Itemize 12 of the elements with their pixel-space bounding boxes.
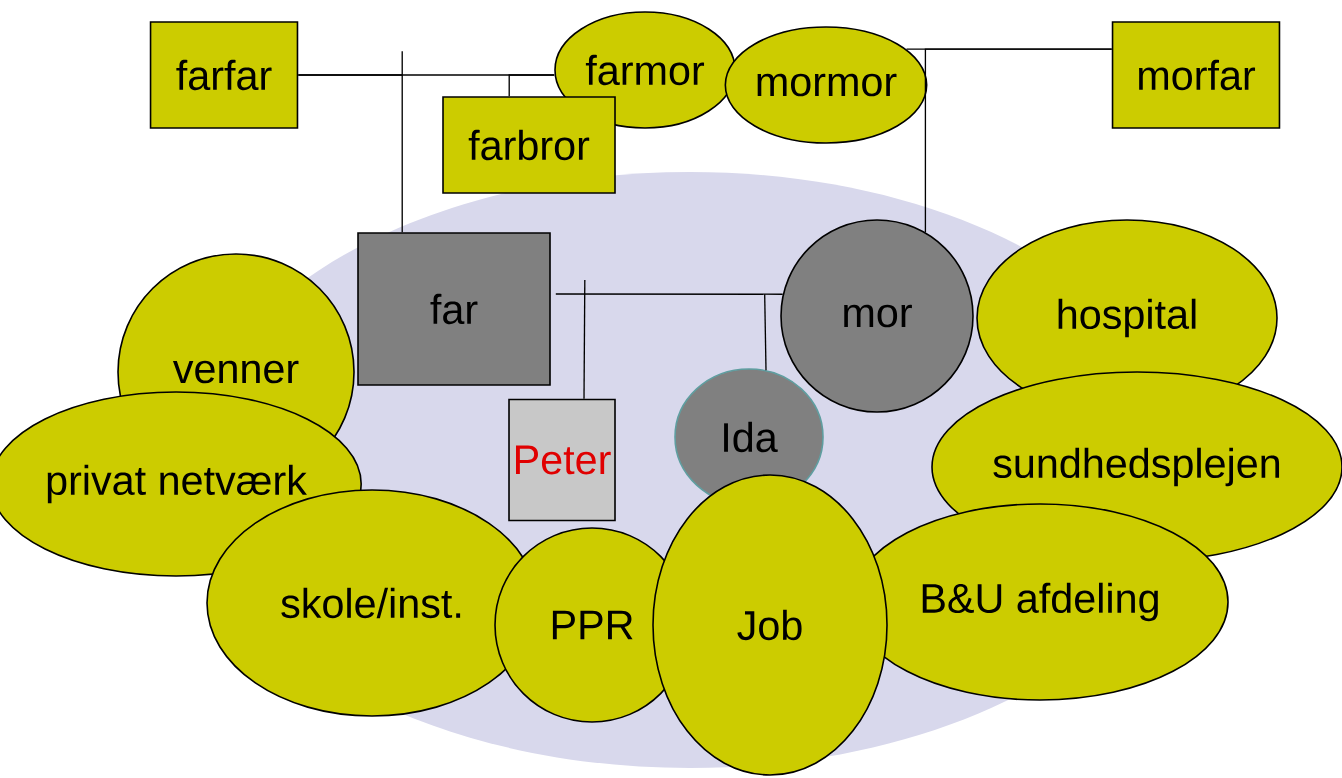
connector-line [555,293,784,295]
connector-line [583,279,586,400]
person-box: far [357,232,551,386]
connector-line [764,293,767,371]
connector-line [508,74,555,97]
person-box: morfar [1111,21,1281,129]
connector-line [297,50,403,233]
node-label: sundhedsplejen [993,447,1280,487]
person-box: Peter [508,398,616,522]
person-box: farfar [149,21,299,129]
connector-line [924,48,1113,233]
person-box: farbror [442,96,616,194]
